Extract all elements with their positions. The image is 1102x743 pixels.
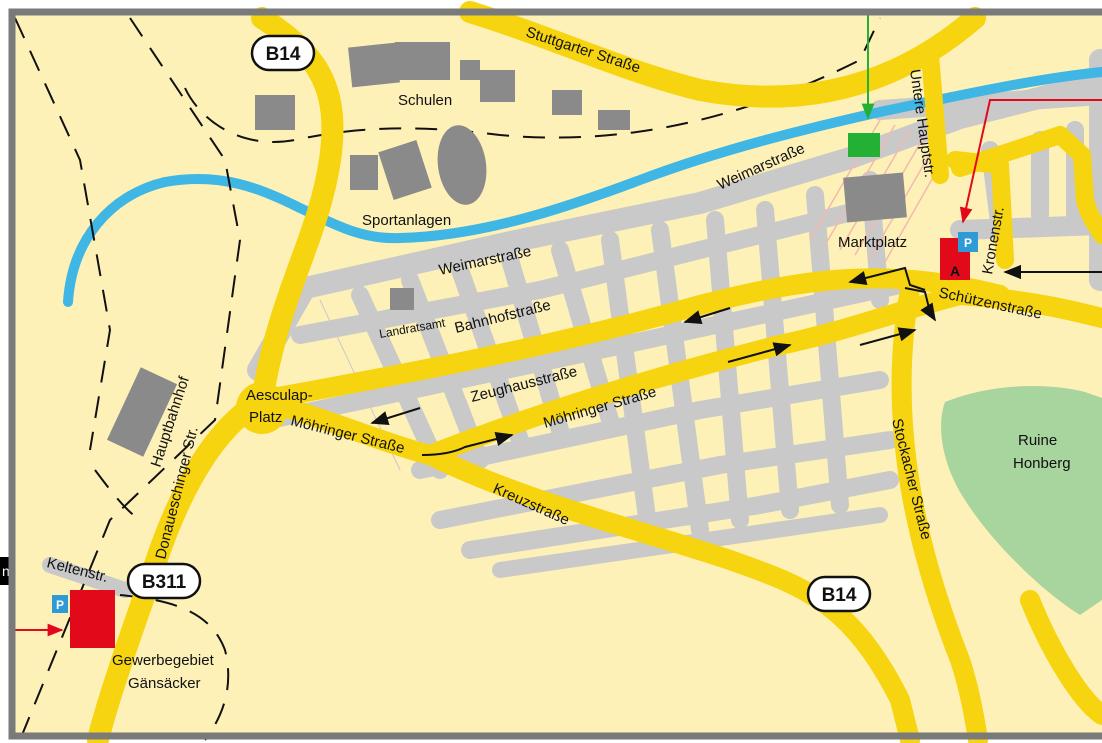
label-ruine-1: Ruine [1018,432,1057,449]
area-tag-a: A [950,263,960,279]
building-school-4 [460,60,480,80]
road-bend-south [1020,590,1102,725]
svg-text:n: n [2,563,10,579]
road-zeughaus [252,268,1010,410]
buildings [106,42,907,457]
shield-b14-north: B14 [250,34,316,72]
pointer-arrows [10,12,1102,637]
svg-text:B14: B14 [266,44,301,65]
map-frame [8,8,1102,740]
building-school-7 [598,110,630,130]
flow-arrows [370,266,936,456]
road-untere-haupt [921,46,949,184]
road-moehringer [252,285,970,465]
park-ruine-honberg [941,386,1102,615]
building-landratsamt [390,288,414,310]
sport-track [437,125,487,205]
river [63,67,1102,307]
shield-b311: B311 [126,562,202,600]
parking-badge-west: P [52,595,68,613]
parking-badge-east: P [958,232,978,252]
svg-text:B311: B311 [142,572,187,593]
label-ruine-2: Honberg [1013,455,1071,472]
shield-b14-south: B14 [806,575,872,613]
road-kreuz [420,445,920,743]
aesculap-roundabout [236,382,288,434]
building-sport-2 [378,140,432,200]
svg-text:P: P [56,598,64,612]
road-east-loop [951,126,1102,244]
parking-area-west [70,590,115,648]
building-sport-1 [350,155,378,190]
svg-text:B14: B14 [822,585,857,606]
label-gewerbe-1: Gewerbegebiet [112,652,215,669]
building-school-1 [255,95,295,130]
road-stockacher [891,280,988,743]
building-school-2 [348,42,400,88]
label-aesculap-2: Platz [249,409,282,426]
road-stuttgarter [459,1,986,108]
building-school-6 [552,90,582,115]
svg-text:P: P [964,236,972,250]
destination-marker [848,133,880,157]
building-school-5 [480,70,515,102]
label-gewerbe-2: Gänsäcker [128,675,201,692]
building-school-3 [395,42,450,80]
label-marktplatz: Marktplatz [838,234,907,251]
label-aesculap-1: Aesculap- [246,387,313,404]
building-hauptbahnhof [106,367,178,457]
label-sportanlagen: Sportanlagen [362,212,451,229]
label-schulen: Schulen [398,92,452,109]
road-schuetzen [950,285,1102,328]
building-marktplatz [843,172,907,223]
